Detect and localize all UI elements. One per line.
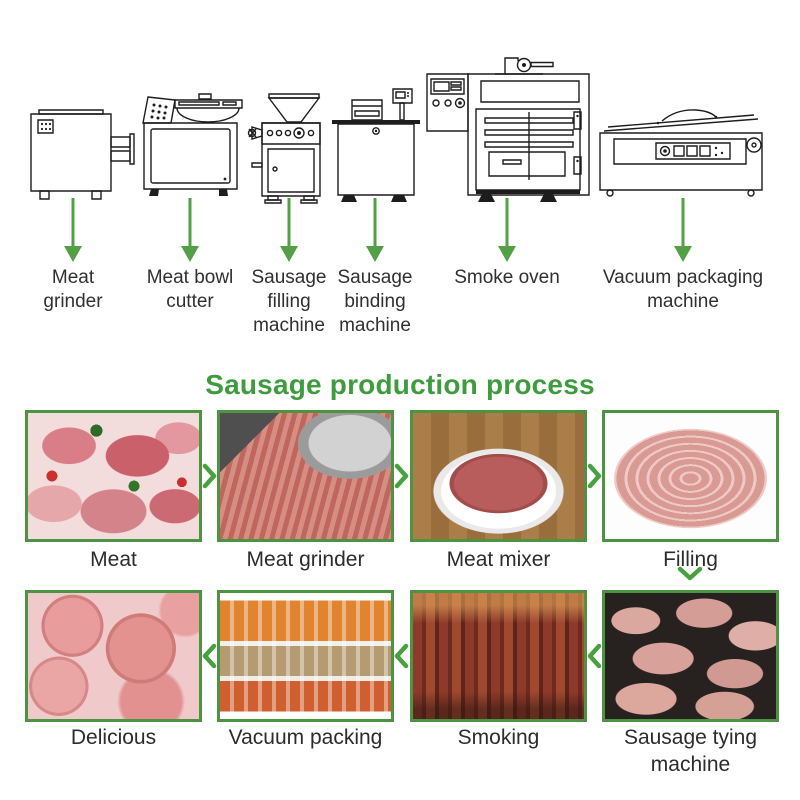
step-caption-vacuum-packing: Vacuum packing — [228, 726, 383, 749]
step-caption-smoking: Smoking — [457, 726, 540, 749]
photo-meat — [25, 410, 202, 542]
step-caption-meat: Meat — [90, 548, 137, 571]
photo-meat-grinder — [217, 410, 394, 542]
sausage-binding-machine-drawing — [332, 87, 420, 202]
machine-label-smoke-oven: Smoke oven — [454, 267, 560, 288]
photo-vacuum-packing — [217, 590, 394, 722]
down-arrow — [366, 198, 384, 262]
photo-smoking — [410, 590, 587, 722]
machine-label-vacuum-packaging-machine: Vacuum packaging machine — [602, 267, 764, 312]
step-caption-meat-grinder: Meat grinder — [246, 548, 365, 571]
meat-grinder-drawing — [26, 107, 138, 202]
step-caption-meat-mixer: Meat mixer — [446, 548, 551, 571]
section-title: Sausage production process — [205, 369, 595, 400]
down-arrow — [674, 198, 692, 262]
step-caption-delicious: Delicious — [70, 726, 157, 749]
smoke-oven-drawing — [425, 52, 593, 202]
meat-bowl-cutter-drawing — [142, 92, 242, 196]
photo-filling — [602, 410, 779, 542]
machine-label-sausage-filling-machine: Sausage filling machine — [251, 267, 327, 336]
down-arrow — [64, 198, 82, 262]
chevron-right-icon — [394, 463, 409, 489]
chevron-left-icon — [394, 643, 409, 669]
chevron-right-icon — [587, 463, 602, 489]
down-arrow — [498, 198, 516, 262]
vacuum-packaging-machine-drawing — [598, 104, 768, 196]
sausage-filling-machine-drawing — [248, 92, 326, 204]
machine-label-sausage-binding-machine: Sausage binding machine — [337, 267, 413, 336]
photo-meat-mixer — [410, 410, 587, 542]
chevron-left-icon — [202, 643, 217, 669]
photo-delicious — [25, 590, 202, 722]
down-arrow — [181, 198, 199, 262]
machine-label-meat-grinder: Meat grinder — [43, 267, 103, 312]
step-caption-sausage-tying-machine: Sausage tying machine — [623, 726, 758, 776]
chevron-down-icon — [677, 566, 703, 581]
chevron-right-icon — [202, 463, 217, 489]
machine-label-meat-bowl-cutter: Meat bowl cutter — [146, 267, 234, 312]
photo-sausage-tying — [602, 590, 779, 722]
chevron-left-icon — [587, 643, 602, 669]
down-arrow — [280, 198, 298, 262]
step-caption-filling: Filling — [663, 548, 718, 571]
